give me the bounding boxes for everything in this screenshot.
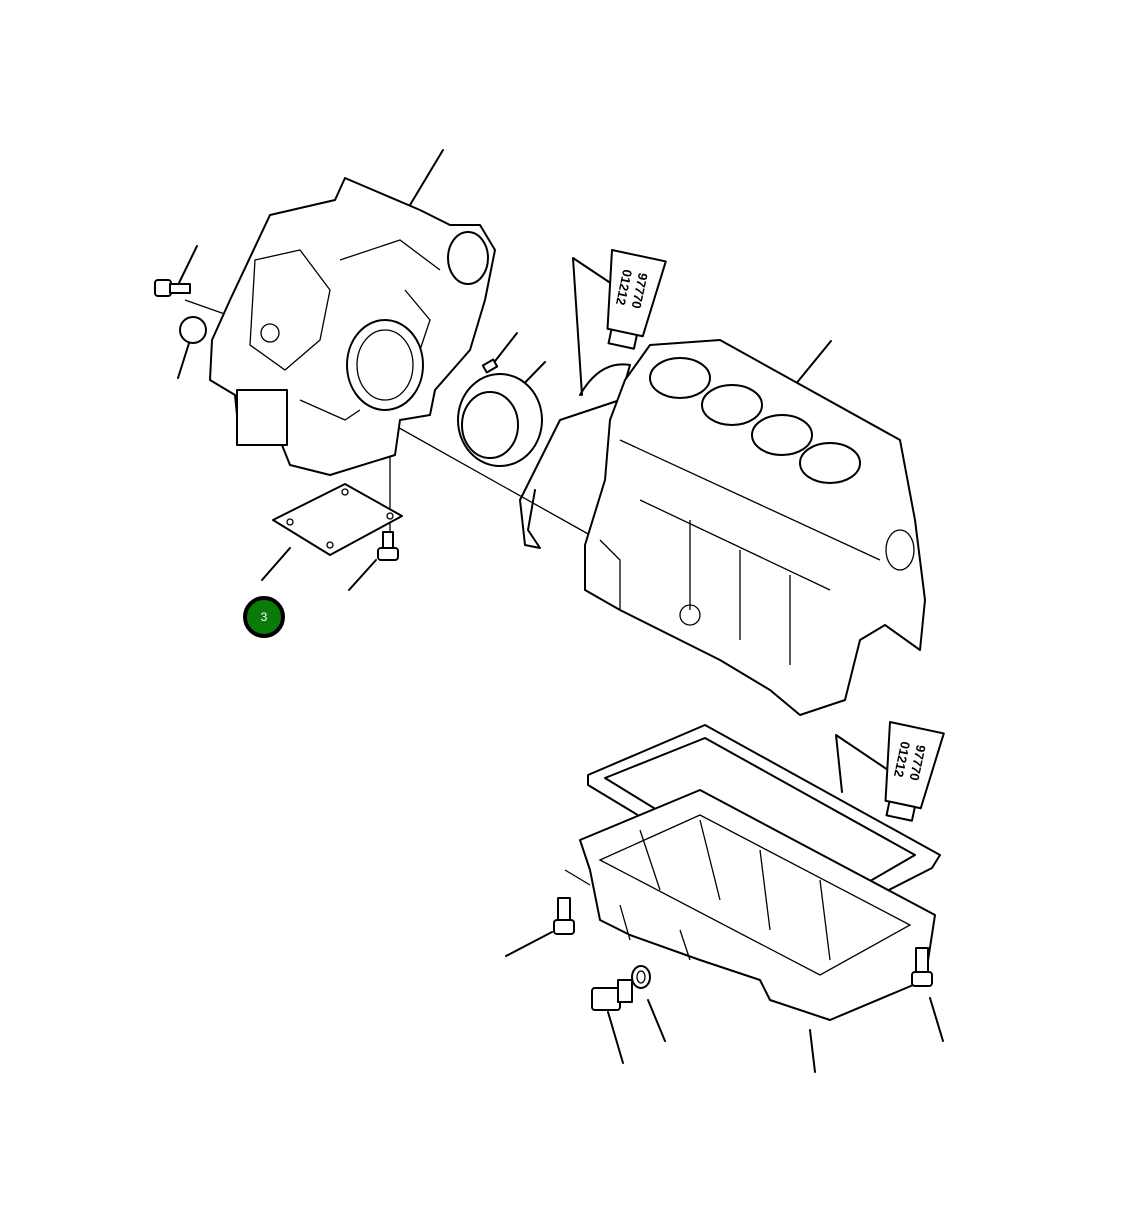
sealant-tube: 97770 01212 [884, 721, 945, 822]
tube-label: 97770 [629, 271, 651, 309]
drain-plug [591, 979, 633, 1011]
tube-label: 01212 [613, 268, 635, 306]
oil-pan [579, 789, 936, 1021]
tube-label: 97770 [907, 743, 929, 781]
bolt-oil-pan [553, 897, 575, 935]
bolt-housing [154, 279, 191, 297]
dowel-pin [481, 358, 499, 374]
rear-plate-gasket [519, 363, 631, 549]
oil-seal [457, 373, 543, 467]
cover-plate [272, 483, 403, 556]
bolt-oil-pan [911, 947, 933, 987]
callout-badge[interactable]: 3 [243, 596, 285, 638]
sealant-tube: 97770 01212 [606, 249, 667, 350]
plug [179, 316, 207, 344]
tube-label: 01212 [891, 740, 913, 778]
flywheel-housing [209, 177, 496, 476]
bolt-cover [377, 531, 399, 561]
leader-lines [177, 149, 944, 1073]
cylinder-block [584, 339, 926, 716]
drain-washer [631, 965, 651, 989]
